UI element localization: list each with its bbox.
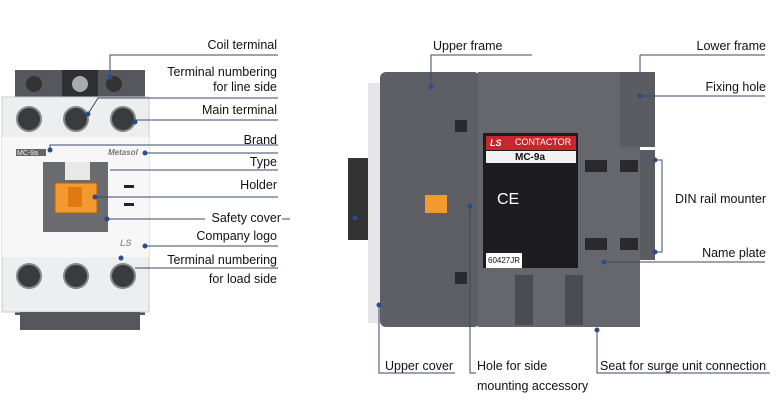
nameplate-logo: LS [490, 138, 502, 148]
front-view-contactor [1, 70, 150, 330]
label-terminal-numbering-line-1: Terminal numbering [167, 65, 277, 79]
label-terminal-numbering-line-2: for line side [213, 80, 277, 94]
label-type: Type [249, 155, 277, 169]
side-view-contactor [348, 72, 655, 327]
marker-dots [47, 74, 658, 333]
label-safety-cover: Safety cover [211, 211, 281, 225]
label-lower-frame: Lower frame [696, 39, 766, 53]
label-name-plate: Name plate [702, 246, 766, 260]
label-seat-surge: Seat for surge unit connection [600, 359, 767, 373]
type-text: MC-9a [17, 150, 39, 157]
label-hole-side-1: Hole for side [477, 359, 548, 373]
nameplate-code: 60427JR [486, 253, 523, 268]
ce-mark: CE [497, 191, 520, 208]
label-holder: Holder [240, 178, 277, 192]
label-brand: Brand [243, 133, 277, 147]
company-logo: LS [120, 238, 132, 248]
label-company-logo: Company logo [196, 229, 277, 243]
label-main-terminal: Main terminal [201, 103, 277, 117]
label-fixing-hole: Fixing hole [705, 80, 766, 94]
label-upper-cover: Upper cover [385, 359, 454, 373]
label-upper-frame: Upper frame [433, 39, 503, 53]
nameplate-model: MC-9a [515, 152, 546, 163]
label-hole-side-2: mounting accessory [477, 379, 589, 393]
label-din-rail-mounter: DIN rail mounter [675, 192, 766, 206]
label-coil-terminal: Coil terminal [207, 38, 277, 52]
label-terminal-numbering-load-2: for load side [208, 272, 277, 286]
label-terminal-numbering-load-1: Terminal numbering [167, 253, 277, 267]
brand-text: Metasol [108, 148, 138, 157]
nameplate-title: CONTACTOR [515, 137, 572, 147]
